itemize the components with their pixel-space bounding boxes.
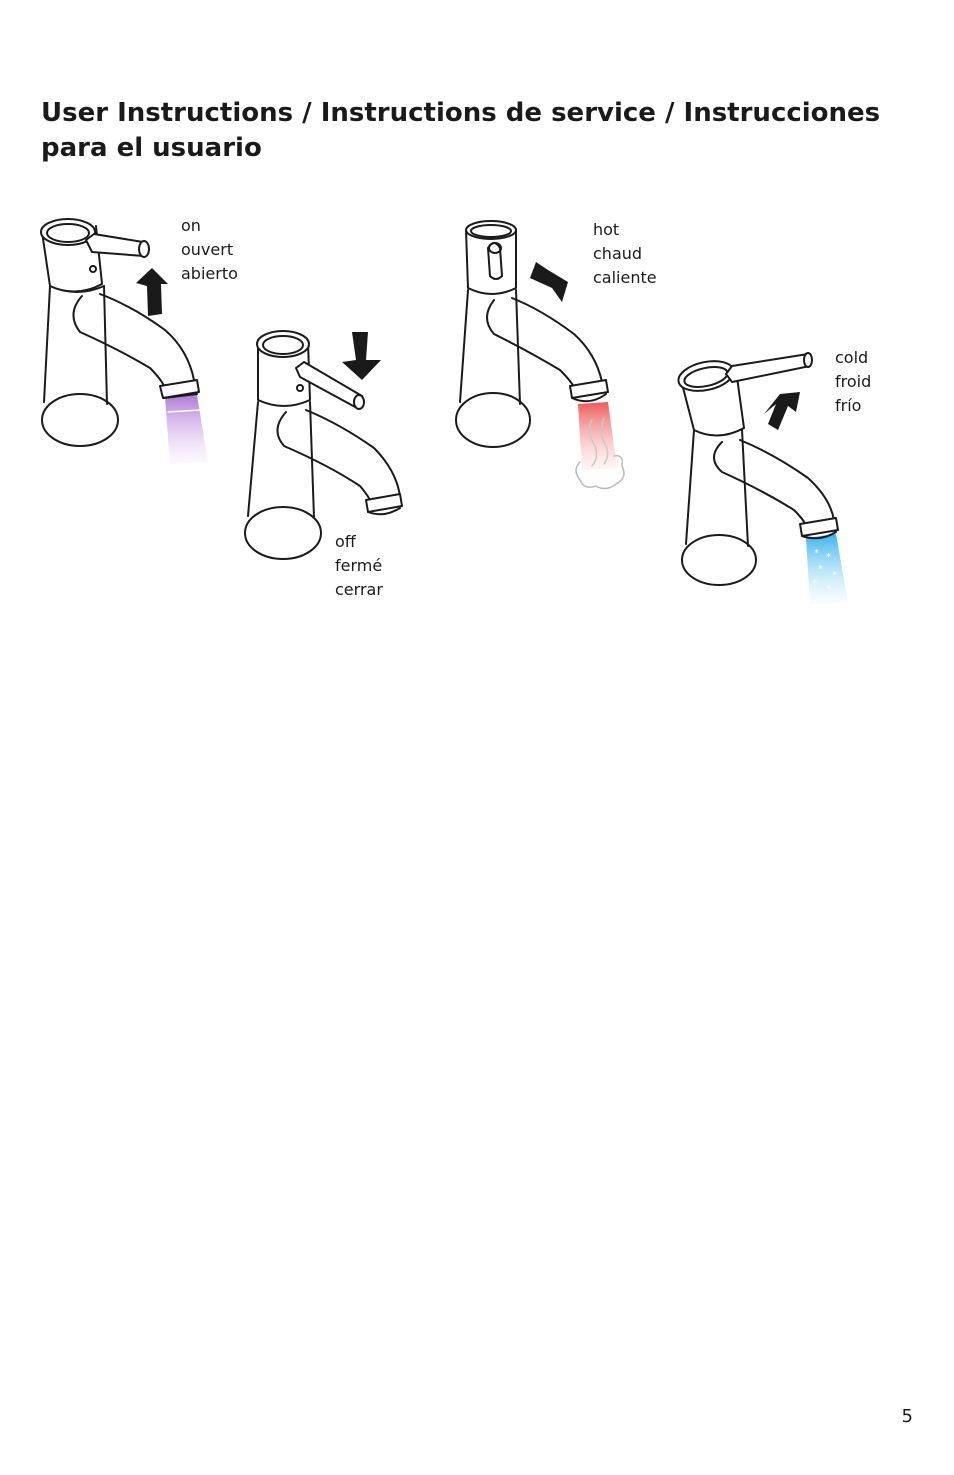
- cold-label-es: frío: [835, 396, 862, 415]
- off-label: off fermé cerrar: [335, 530, 383, 602]
- faucet-off-icon: [244, 330, 403, 560]
- on-label-en: on: [181, 216, 201, 235]
- cold-label-fr: froid: [835, 372, 872, 391]
- hot-label-fr: chaud: [593, 244, 643, 263]
- hot-label: hot chaud caliente: [593, 218, 657, 290]
- faucet-illustrations: ** ** **: [40, 218, 848, 604]
- cold-label-en: cold: [835, 348, 869, 367]
- page-title: User Instructions / Instructions de serv…: [41, 98, 881, 163]
- on-label-fr: ouvert: [181, 240, 234, 259]
- hot-label-en: hot: [593, 220, 620, 239]
- page-number: 5: [901, 1406, 913, 1427]
- on-label-es: abierto: [181, 264, 238, 283]
- off-label-fr: fermé: [335, 556, 383, 575]
- faucet-on-icon: [40, 218, 208, 464]
- svg-text:*: *: [814, 548, 819, 559]
- svg-text:*: *: [826, 552, 831, 563]
- hot-label-es: caliente: [593, 268, 657, 287]
- svg-text:*: *: [826, 584, 831, 595]
- on-label: on ouvert abierto: [181, 214, 238, 286]
- svg-text:*: *: [818, 564, 823, 575]
- off-label-es: cerrar: [335, 580, 383, 599]
- faucet-hot-icon: [455, 220, 625, 490]
- off-label-en: off: [335, 532, 356, 551]
- svg-text:*: *: [812, 578, 817, 589]
- cold-label: cold froid frío: [835, 346, 871, 418]
- faucet-cold-icon: ** ** **: [677, 352, 848, 604]
- svg-text:*: *: [832, 570, 837, 581]
